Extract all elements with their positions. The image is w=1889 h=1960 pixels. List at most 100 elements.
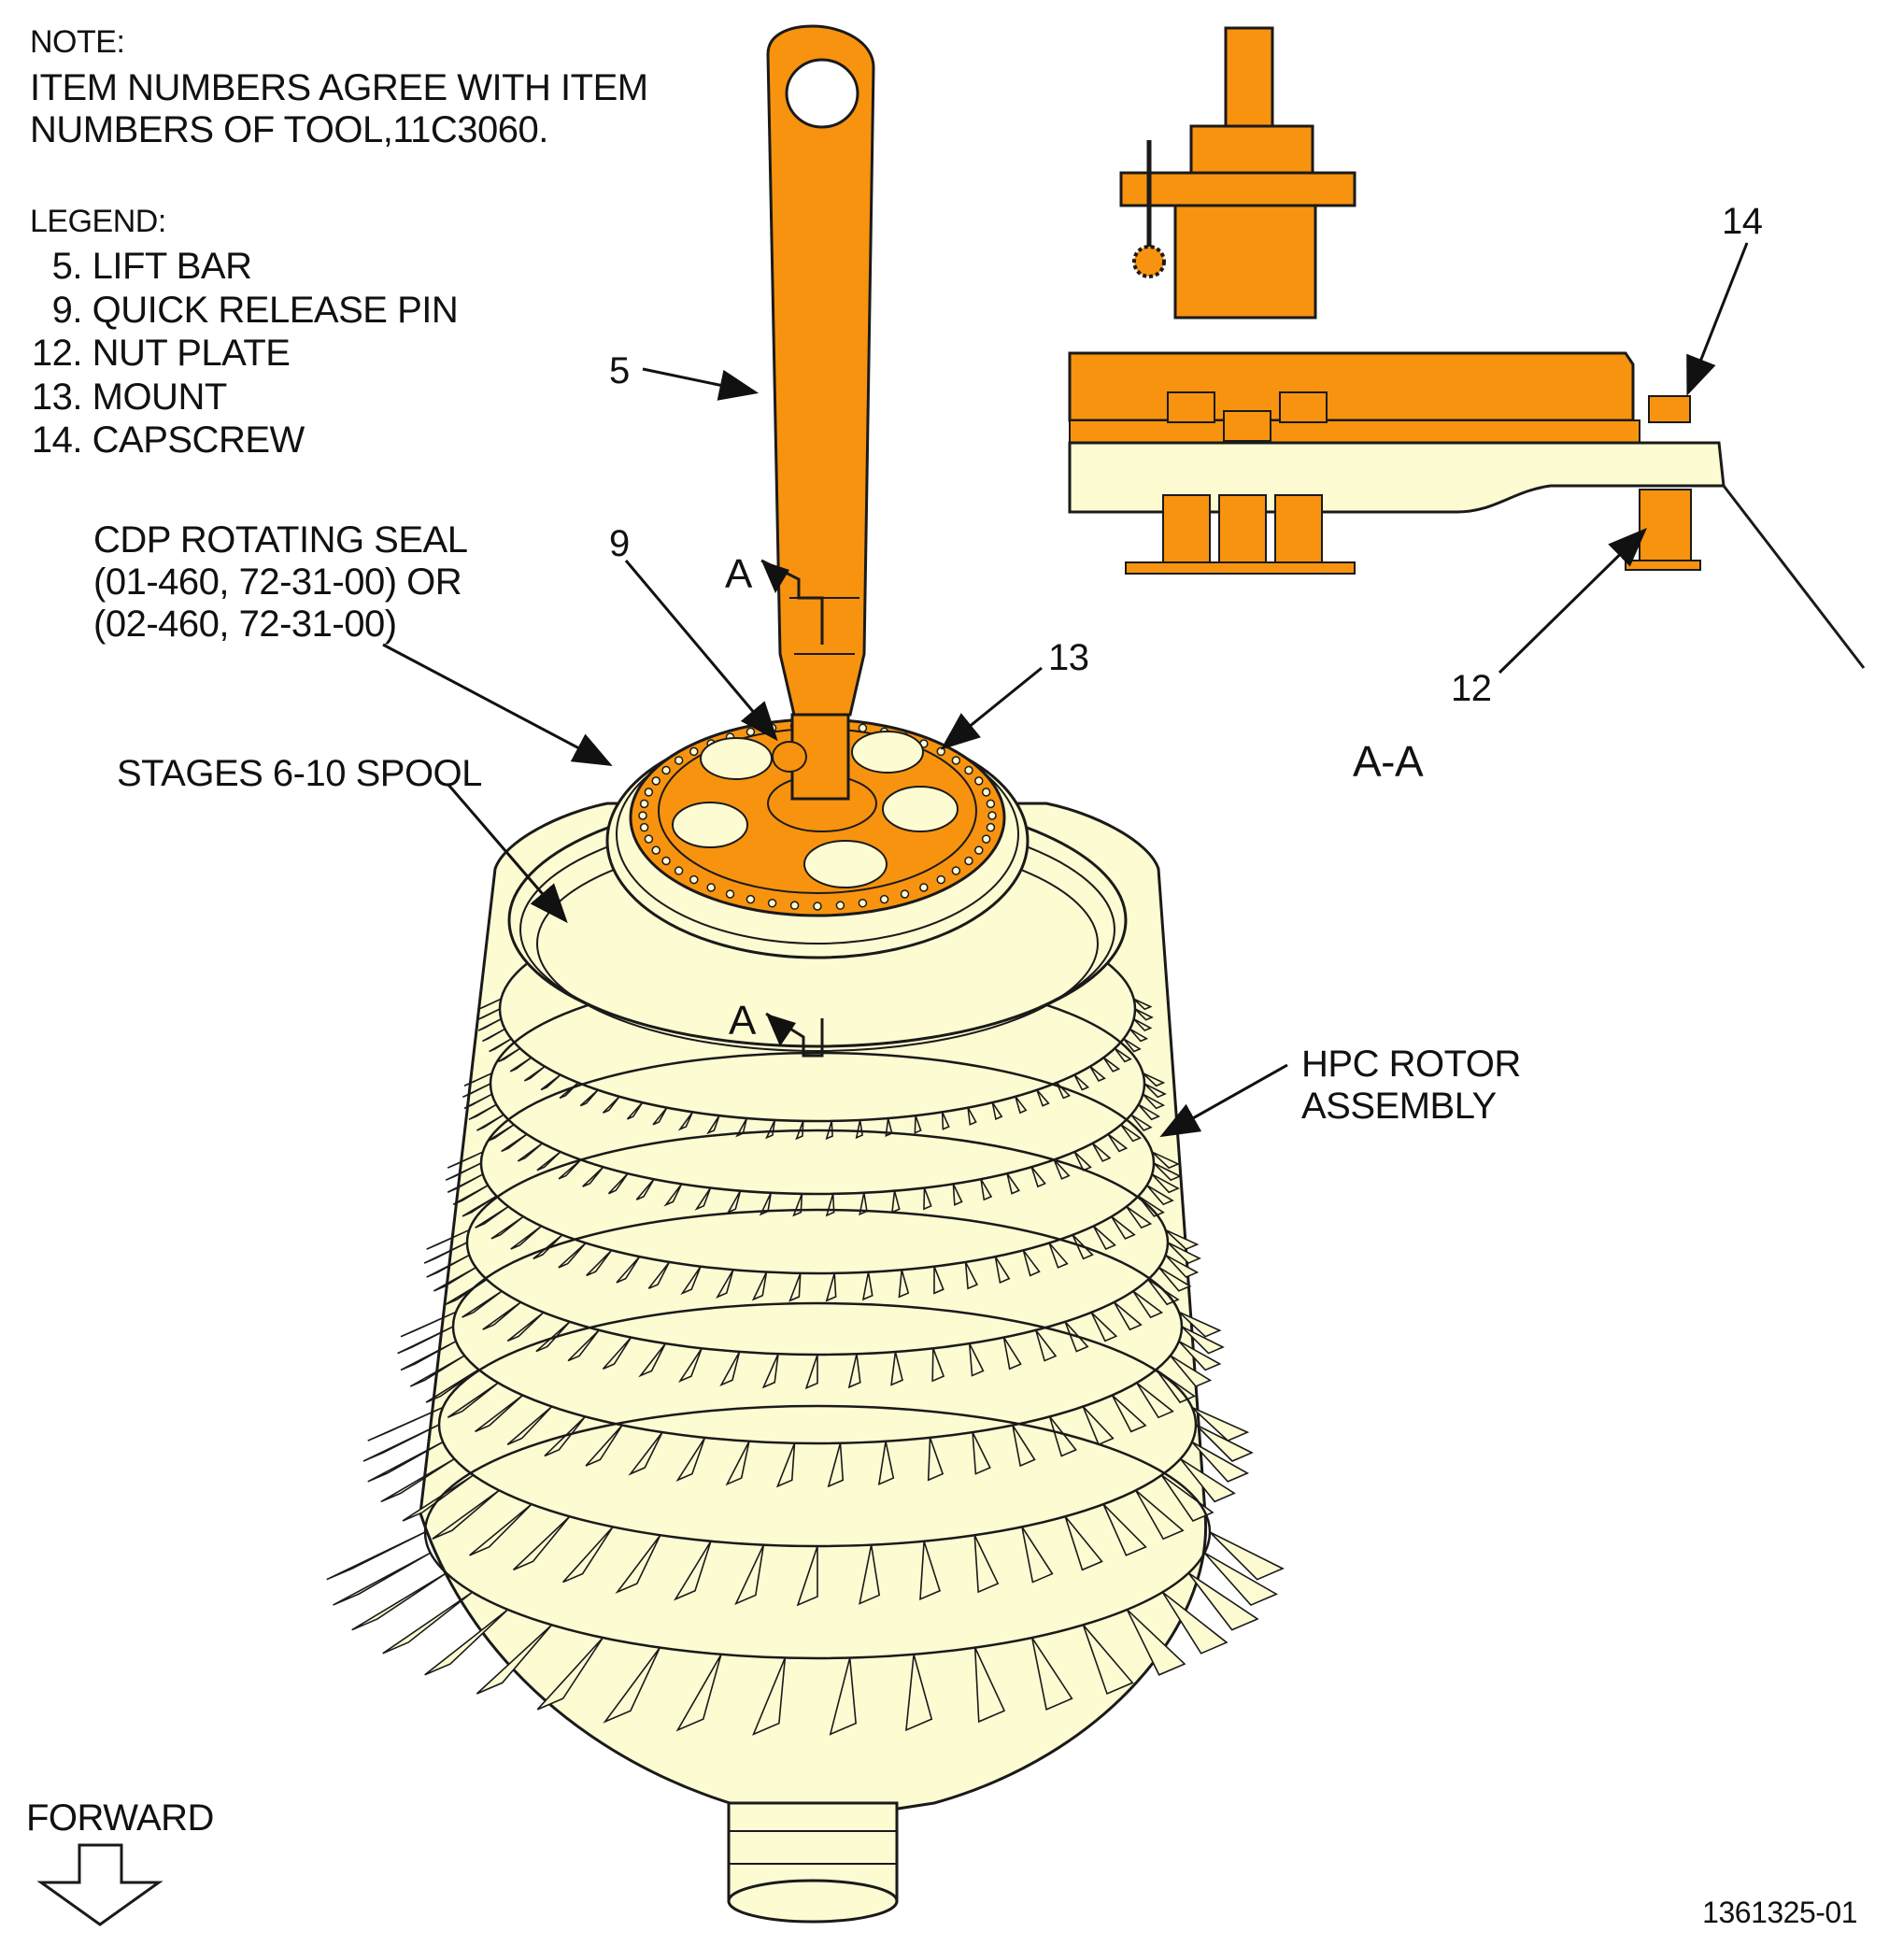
compressor-blade [1107, 1133, 1129, 1153]
compressor-blade [1130, 1114, 1153, 1131]
item-12-label: 12 [1451, 668, 1492, 709]
stage-disk-rim [451, 1208, 1184, 1445]
compressor-blade [891, 1190, 901, 1214]
stage-disk-rim [479, 1051, 1156, 1275]
compressor-blade [402, 1474, 475, 1522]
lift-bar [766, 24, 875, 717]
compressor-blade [680, 1266, 702, 1296]
compressor-blade [476, 1114, 504, 1131]
compressor-blade [1191, 1441, 1250, 1483]
bolt-hole [987, 811, 997, 820]
compressor-blade [586, 1249, 613, 1277]
compressor-blade [475, 1205, 509, 1229]
compressor-blade [506, 1405, 553, 1445]
compressor-blade [991, 1101, 1003, 1120]
compressor-blade [476, 1624, 553, 1695]
stage-disk-rim [437, 1301, 1198, 1548]
compressor-blade [705, 1115, 720, 1135]
blade-stage [476, 895, 1154, 1141]
compressor-blade [759, 1192, 772, 1216]
bolt-hole [706, 883, 716, 892]
compressor-blade [1179, 1457, 1236, 1503]
bolt-hole [981, 834, 991, 844]
bolt-hole [689, 874, 699, 885]
bolt-hole [639, 822, 649, 832]
compressor-blade [367, 1441, 444, 1483]
compressor-blade [885, 1117, 893, 1137]
compressor-blade [1138, 1103, 1161, 1121]
compressor-blade [734, 1544, 765, 1605]
note-line-1: ITEM NUMBERS AGREE WITH ITEM [30, 67, 648, 108]
compressor-blade [1132, 1290, 1164, 1319]
compressor-blade [351, 1572, 447, 1631]
compressor-blade [476, 1008, 501, 1021]
compressor-blade [1133, 998, 1153, 1011]
bolt-hole [981, 788, 991, 797]
compressor-blade [536, 1151, 561, 1172]
legend-heading: LEGEND: [30, 204, 166, 239]
compressor-blade [490, 1215, 524, 1240]
compressor-blade [905, 1654, 933, 1732]
compressor-blade [447, 1382, 499, 1419]
cdp-seal-callout: CDP ROTATING SEAL (01-460, 72-31-00) OR … [93, 519, 468, 645]
leader-cdp-seal [382, 643, 613, 766]
compressor-blade [1146, 1185, 1174, 1206]
bolt-hole [661, 765, 671, 775]
compressor-blade [362, 1424, 440, 1462]
compressor-blade [804, 1354, 818, 1390]
compressor-blade [647, 1261, 671, 1289]
bolt-hole [789, 901, 800, 910]
compressor-blade [855, 1119, 863, 1140]
compressor-blade [663, 1183, 683, 1207]
compressor-blade [675, 1437, 706, 1482]
compressor-blade [890, 1351, 903, 1386]
compressor-blade [964, 1261, 978, 1290]
compressor-blade [1126, 1609, 1186, 1676]
blade-stage [423, 1129, 1201, 1390]
legend-item: 5. LIFT BAR [51, 246, 252, 287]
compressor-blade [1082, 1624, 1134, 1696]
leader-item-14 [1686, 242, 1749, 396]
compressor-blade [980, 1178, 993, 1201]
compressor-blade [1135, 1489, 1185, 1541]
bolt-hole [974, 845, 984, 855]
stage-disk-rim [423, 1404, 1212, 1660]
compressor-blade [489, 1038, 512, 1053]
bolt-hole [964, 856, 973, 866]
compressor-blade [626, 1101, 644, 1120]
leader-item-13 [940, 666, 1043, 750]
compressor-blade [677, 1347, 703, 1383]
compressor-blade [1136, 1382, 1174, 1419]
compressor-blade [462, 1083, 491, 1099]
compressor-blade [1151, 1173, 1180, 1194]
compressor-blade [1203, 1552, 1278, 1607]
compressor-blade [447, 1151, 484, 1169]
compressor-blade [652, 1107, 668, 1126]
compressor-blade [674, 1541, 712, 1601]
compressor-blade [510, 1225, 543, 1250]
compressor-blade [482, 1301, 521, 1330]
compressor-blade [1133, 1018, 1153, 1032]
leader-item-5 [642, 367, 760, 401]
nut-plate [1639, 489, 1692, 563]
bolt-hole [879, 894, 889, 904]
compressor-blade [919, 1541, 941, 1601]
compressor-blade [1167, 1242, 1201, 1265]
bolt-hole [986, 799, 996, 809]
compressor-blade [559, 1082, 579, 1100]
compressor-blade [861, 1271, 873, 1301]
compressor-blade [1113, 1301, 1143, 1331]
compressor-blade [462, 1195, 497, 1217]
compressor-blade [506, 1312, 545, 1342]
compressor-blade [1123, 1038, 1142, 1053]
spool-callout: STAGES 6-10 SPOOL [117, 753, 482, 794]
compressor-blade [827, 1442, 845, 1488]
compressor-blade [716, 1269, 734, 1299]
compressor-blade [426, 1254, 470, 1278]
compressor-blade [603, 1647, 661, 1724]
compressor-blade [482, 1028, 505, 1043]
compressor-blade [367, 1406, 444, 1442]
bolt-hole [644, 788, 654, 797]
compressor-blade [1111, 1394, 1147, 1433]
compressor-blade [967, 1107, 977, 1126]
